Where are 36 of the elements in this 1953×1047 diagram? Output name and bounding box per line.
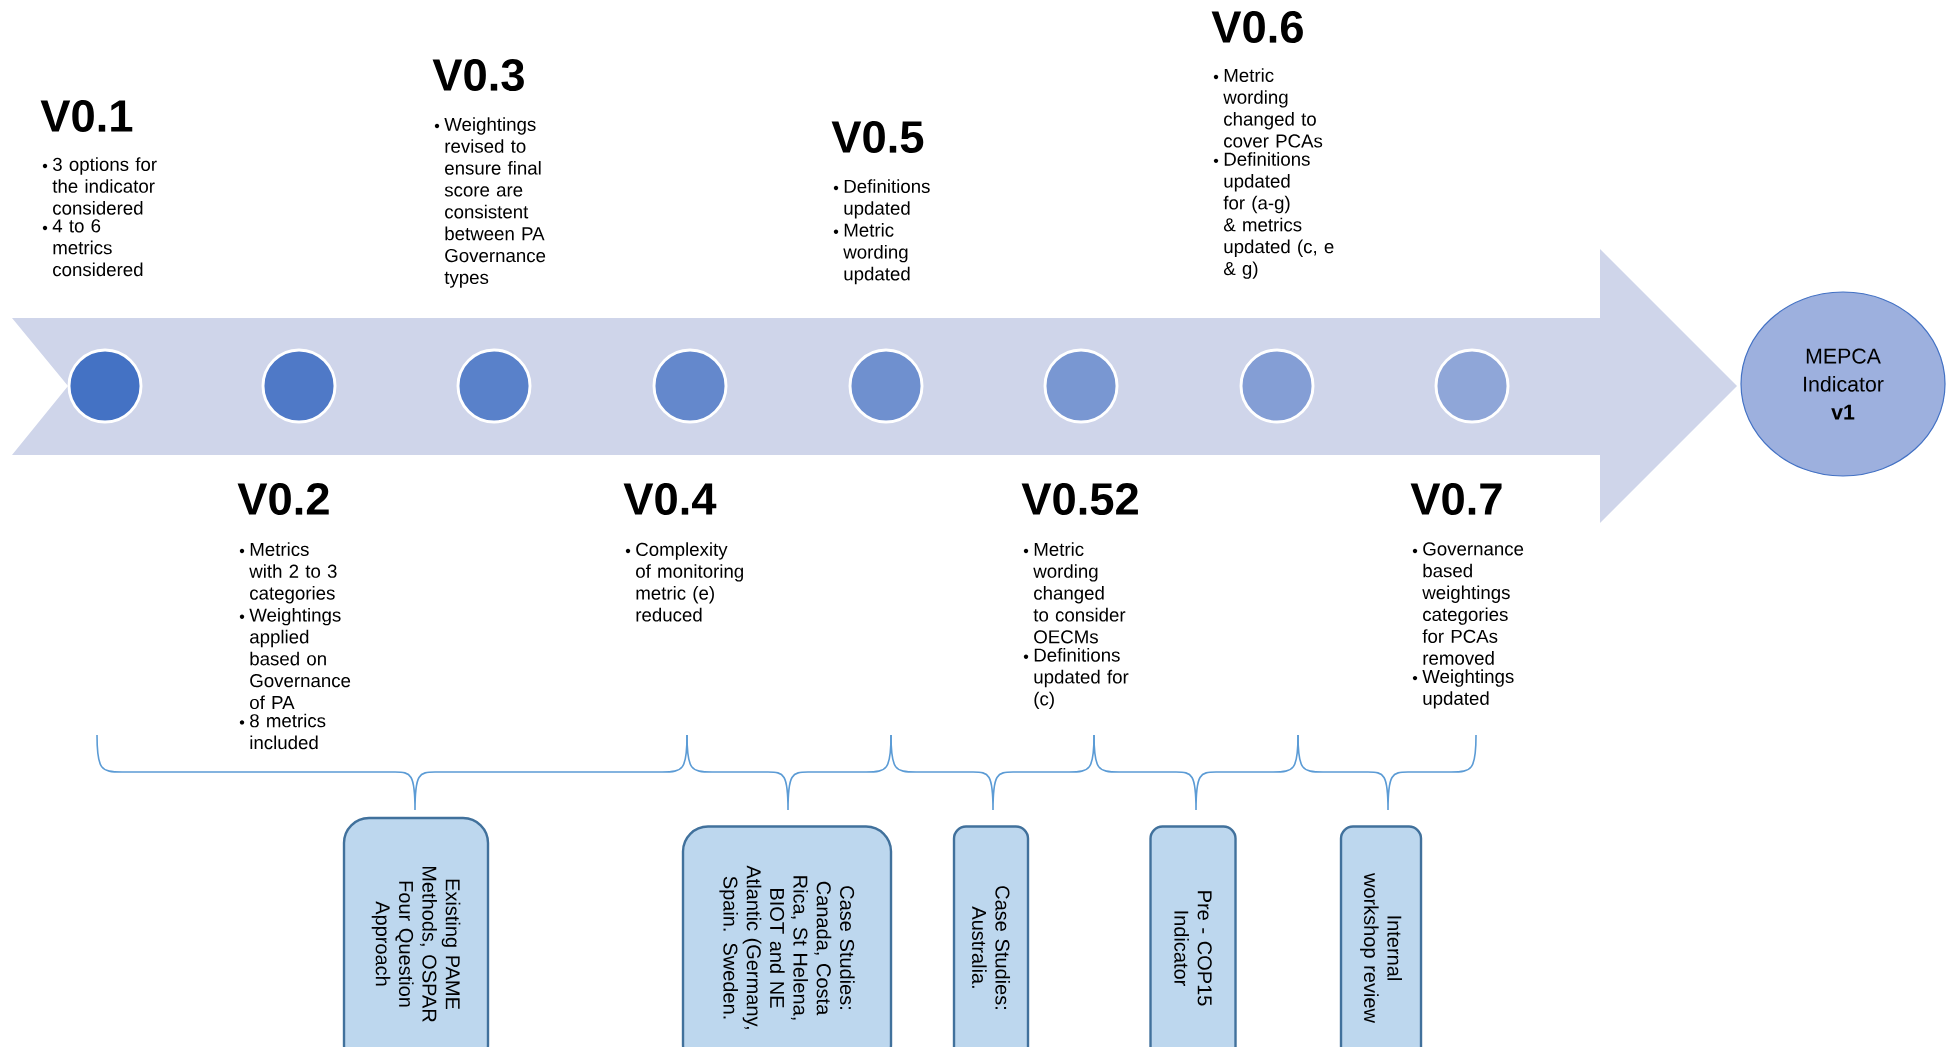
bullet-text: 4 to 6 metrics considered: [42, 219, 143, 277]
bullet-text: Definitions updated for (a-g) & metrics updated (c, e & g): [1213, 152, 1334, 279]
rounded-box: Case Studies: Canada, Costa Rica, St Helena, BIOT and NE Atlantic (Germany, Spain. Sweden.: [681, 825, 893, 1047]
bullet-text: Weightings applied based on Governance of PA: [239, 607, 351, 710]
version-heading: V0.2: [237, 482, 329, 516]
bullet-text: Definitions updated: [833, 179, 930, 219]
version-heading: V0.7: [1410, 482, 1502, 516]
version-heading: V0.52: [1021, 482, 1138, 516]
bullet-text: Weightings revised to ensure final score are consistent between PA Governance types: [434, 117, 546, 288]
version-heading: V0.5: [831, 120, 924, 154]
timeline-dot: [652, 348, 728, 424]
version-heading: V0.3: [432, 58, 524, 92]
rounded-box: Existing PAME Methods, OSPAR Four Question Approach: [342, 816, 490, 1047]
bullet-text: 3 options for the indicator considered: [42, 157, 157, 215]
bullet-text: Governance based weightings categories for PCAs removed: [1412, 542, 1524, 665]
bullet-text: Definitions updated for (c): [1023, 648, 1129, 710]
rounded-box: Internal workshop review: [1339, 825, 1423, 1047]
bullet-text: Metric wording changed to consider OECMs: [1023, 542, 1126, 644]
bullet-text: 8 metrics included: [239, 713, 326, 750]
timeline-dot: [1043, 348, 1119, 424]
version-heading: V0.6: [1211, 10, 1303, 44]
bullet-text: Weightings updated: [1412, 669, 1514, 709]
bullet-text: Metric wording changed to cover PCAs: [1213, 68, 1323, 148]
timeline-dot: [1239, 348, 1315, 424]
timeline-dot: [456, 348, 532, 424]
timeline-dot: [1434, 348, 1510, 424]
bullet-text: Complexity of monitoring metric (e) reduced: [625, 542, 743, 622]
bullet-text: Metric wording updated: [833, 223, 910, 285]
bullet-text: Metrics with 2 to 3 categories: [239, 542, 337, 604]
rounded-box: Pre - COP15 Indicator: [1149, 825, 1237, 1047]
timeline-dot: [261, 348, 337, 424]
timeline-dot: [848, 348, 924, 424]
version-heading: V0.1: [40, 99, 133, 133]
version-heading: V0.4: [623, 482, 717, 516]
timeline-dot: [67, 348, 143, 424]
rounded-box: Case Studies: Australia.: [952, 825, 1030, 1047]
